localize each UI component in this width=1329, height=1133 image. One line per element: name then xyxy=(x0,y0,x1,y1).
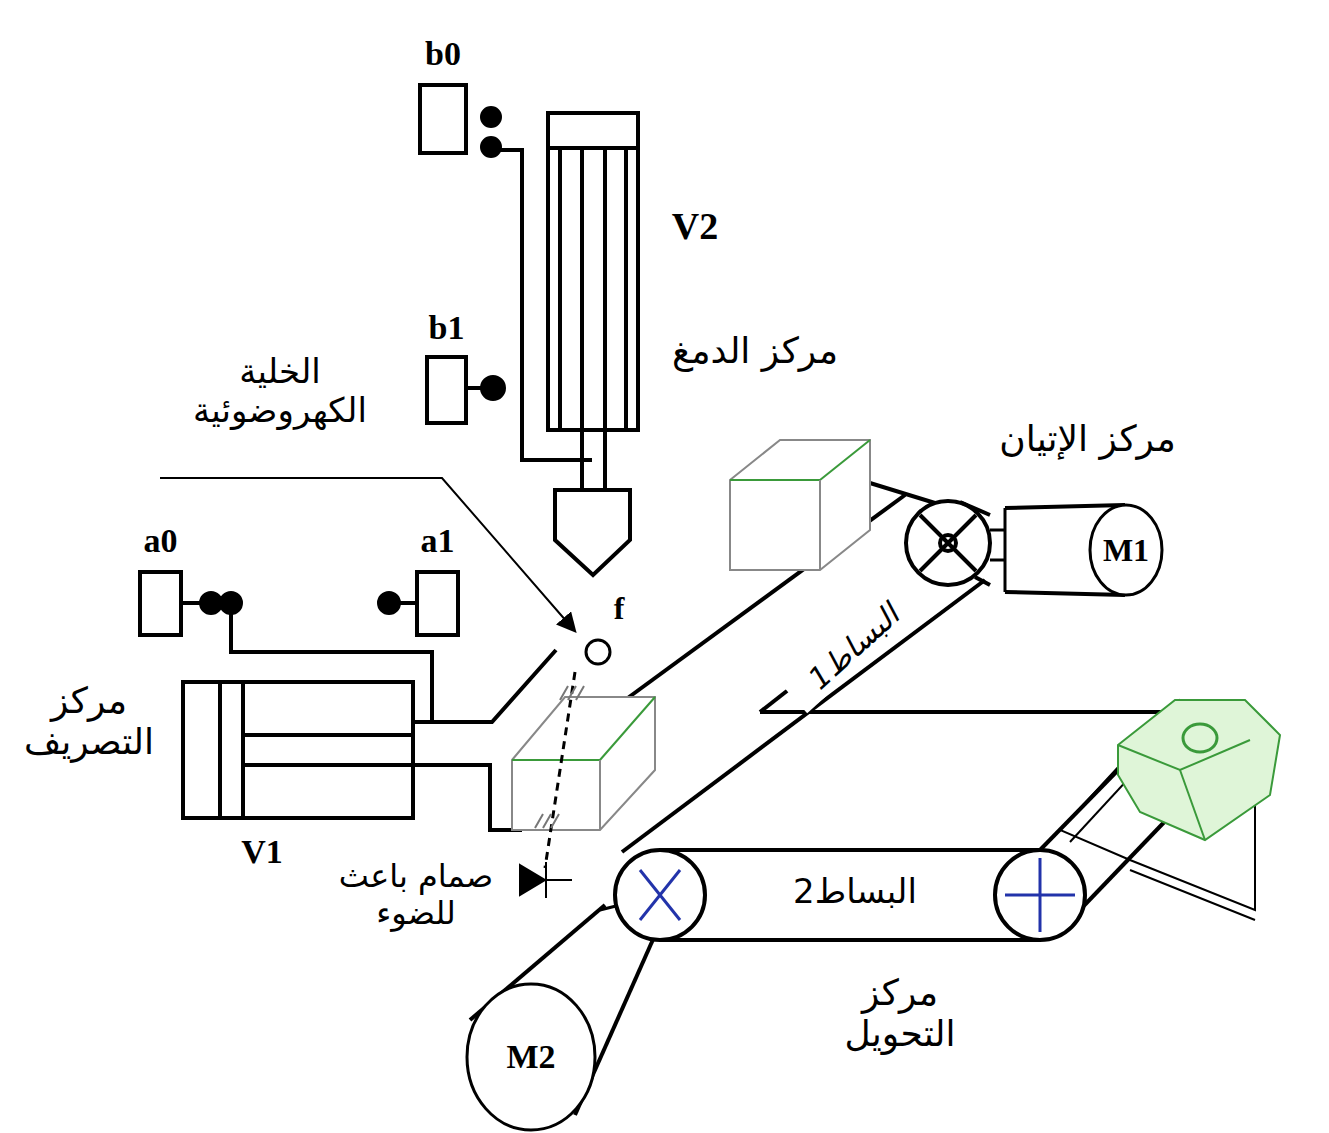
actuator-name: V1 xyxy=(232,832,292,871)
motor-name: M2 xyxy=(506,1038,555,1076)
sensor-name: a1 xyxy=(421,522,455,560)
limit-switch: b1 xyxy=(425,355,468,425)
sensor-name: f xyxy=(604,590,634,627)
belt-name: البساط2 xyxy=(770,872,940,911)
station-name: مركز التصريف xyxy=(3,680,175,763)
part-name: صمام باعث للضوء xyxy=(318,858,514,932)
motor-end: M2 xyxy=(465,982,597,1132)
motor-end: M1 xyxy=(1088,503,1164,597)
sensor-caption: الخلية الكهروضوئية xyxy=(160,352,400,430)
actuator-name: V2 xyxy=(660,205,730,249)
station-name: مركز التحويل xyxy=(815,972,985,1055)
sensor-name: b1 xyxy=(429,309,465,347)
station-name: مركز الدمغ xyxy=(650,330,860,371)
motor-name: M1 xyxy=(1103,532,1149,569)
station-name: مركز الإتيان xyxy=(975,418,1200,459)
limit-switch: a0 xyxy=(138,570,183,637)
belt-name: البساط1 xyxy=(784,582,925,713)
limit-switch: a1 xyxy=(415,570,460,637)
sensor-name: a0 xyxy=(144,522,178,560)
sensor-name: b0 xyxy=(425,35,461,73)
limit-switch: b0 xyxy=(418,83,468,155)
